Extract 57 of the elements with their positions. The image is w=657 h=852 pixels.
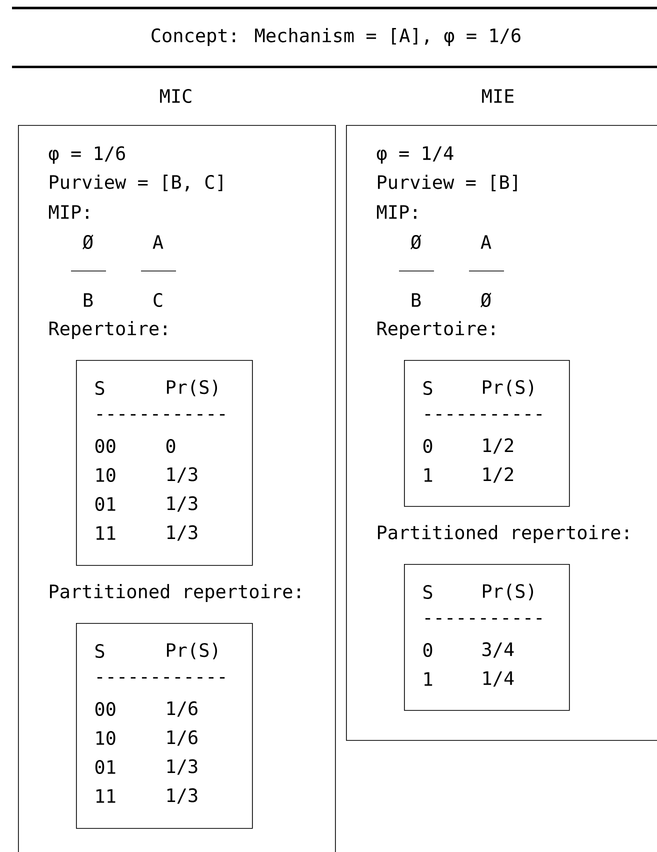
table-value: 1 [424, 468, 432, 482]
table-header: S [95, 381, 104, 395]
text-line: MIP: [48, 205, 88, 219]
text-line: φ = 1/6 [48, 146, 125, 164]
table-header: S [423, 381, 432, 395]
table-value: 0 [423, 643, 432, 657]
title: Concept: Mechanism = [A], φ = 1/6 [152, 28, 520, 46]
table-header: Pr(S) [167, 642, 218, 660]
table-value: 1/2 [483, 438, 514, 454]
table-value: 00 [95, 439, 116, 453]
partition-element: Ø [410, 234, 422, 250]
table-value: 1 [424, 672, 432, 686]
table-value: 01 [95, 760, 116, 774]
text-line: Purview = [B, C] [50, 174, 222, 192]
table-value: 11 [96, 526, 116, 540]
table-header: S [423, 585, 432, 599]
dashed-rule-text: ------------ [97, 414, 225, 416]
partition-element: A [152, 235, 164, 249]
text-line: φ = 1/4 [376, 146, 454, 164]
table-value: 1/3 [167, 759, 198, 775]
table-value: 1/3 [167, 496, 198, 512]
table-header: Pr(S) [483, 584, 534, 600]
table-value: 1/6 [167, 701, 198, 717]
partition-element: C [154, 293, 162, 307]
table-value: 00 [95, 702, 116, 716]
partition-element: A [480, 235, 492, 249]
text-line: Repertoire: [378, 321, 494, 339]
table-value: 1/3 [167, 788, 198, 804]
table-value: 01 [95, 497, 116, 511]
table-value: 10 [96, 731, 116, 745]
partition-element: B [412, 293, 421, 307]
text-line: Partitioned repertoire: [378, 525, 628, 543]
table-value: 1/4 [483, 671, 514, 687]
text-line: Repertoire: [49, 321, 166, 339]
table-header: S [95, 644, 104, 658]
table-value: 3/4 [482, 642, 514, 658]
partition-element: Ø [480, 292, 492, 308]
text-line: Partitioned repertoire: [50, 584, 300, 602]
dashed-rule-text: ----------- [425, 618, 542, 620]
table-header: Pr(S) [483, 380, 534, 396]
text-line: MIP: [376, 205, 416, 219]
table-value: 11 [96, 789, 116, 803]
partition-element: Ø [82, 234, 94, 250]
table-value: 10 [96, 468, 116, 482]
table-value: 0 [423, 439, 432, 453]
text-line: Purview = [B] [378, 174, 517, 192]
column-heading: MIC [160, 89, 192, 103]
column-heading: MIE [482, 89, 514, 103]
dashed-rule-text: ----------- [425, 414, 542, 416]
table-header: Pr(S) [167, 380, 218, 396]
partition-element: B [84, 293, 93, 307]
table-value: 1/3 [167, 467, 198, 483]
table-value: 1/2 [483, 467, 514, 483]
table-value: 0 [166, 439, 176, 453]
table-value: 1/6 [167, 730, 198, 746]
table-value: 1/3 [167, 525, 198, 541]
dashed-rule-text: ------------ [97, 677, 225, 679]
